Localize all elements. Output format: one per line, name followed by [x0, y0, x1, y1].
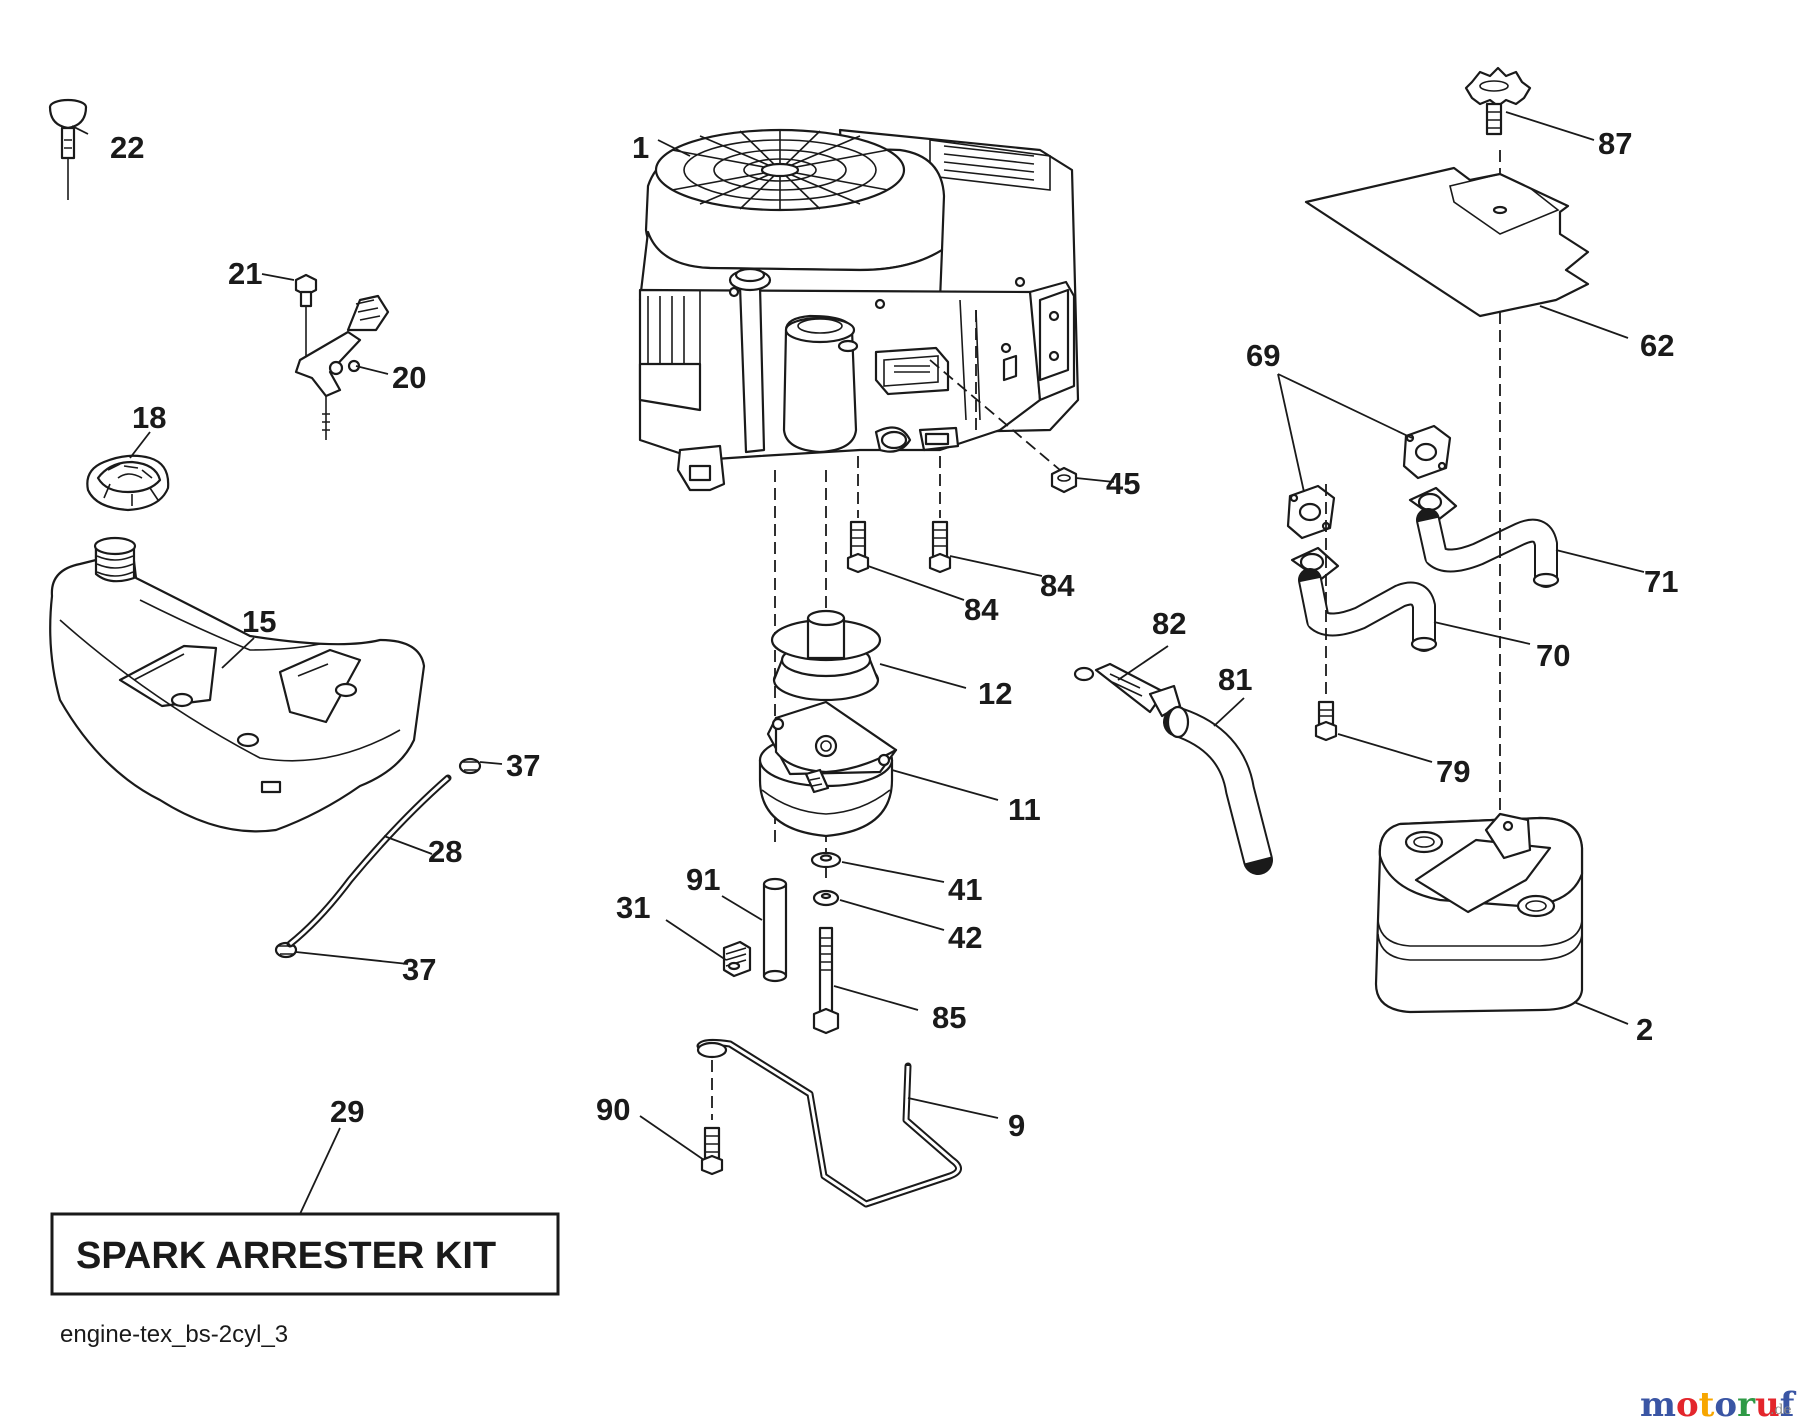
- callout-15: 15: [242, 604, 276, 639]
- callout-90: 90: [596, 1092, 630, 1127]
- part-91-spacer: [762, 877, 788, 983]
- part-11-pto-clutch: [758, 700, 898, 838]
- watermark-letter: t: [1699, 1385, 1715, 1425]
- callout-91: 91: [686, 862, 720, 897]
- callout-41: 41: [948, 872, 982, 907]
- part-37-clamp-upper: [458, 757, 482, 775]
- part-71-exhaust-pipe: [1408, 486, 1560, 588]
- part-87-knob: [1464, 66, 1532, 136]
- part-15-fuel-tank: [49, 536, 426, 833]
- part-9-rod: [696, 1038, 962, 1208]
- callout-18: 18: [132, 400, 166, 435]
- part-22-dipstick: [48, 98, 88, 200]
- callout-84-right: 84: [1040, 568, 1075, 603]
- spark-arrester-kit-label: SPARK ARRESTER KIT: [76, 1235, 496, 1277]
- callout-11: 11: [1008, 792, 1041, 827]
- callout-1: 1: [632, 130, 649, 165]
- part-21-bolt: [294, 273, 318, 360]
- watermark-letter: o: [1714, 1385, 1737, 1425]
- callout-70: 70: [1536, 638, 1570, 673]
- watermark-letter: f: [1780, 1385, 1797, 1425]
- part-41-washer: [810, 851, 842, 869]
- callout-31: 31: [616, 890, 650, 925]
- part-79-bolt: [1314, 700, 1338, 742]
- watermark-logo: motoruf .de: [1640, 1385, 1797, 1425]
- part-82-fitting: [1073, 662, 1182, 718]
- callout-84-left: 84: [964, 592, 999, 627]
- callout-12: 12: [978, 676, 1012, 711]
- part-20-throttle-bracket: [294, 294, 390, 440]
- callout-2: 2: [1636, 1012, 1653, 1047]
- part-70-exhaust-pipe: [1290, 546, 1438, 652]
- watermark-letter: o: [1676, 1385, 1699, 1425]
- watermark-text: motoruf: [1640, 1385, 1797, 1425]
- part-31-spring: [722, 940, 752, 978]
- part-62-heat-shield: [1304, 166, 1590, 318]
- callout-71: 71: [1644, 564, 1678, 599]
- part-85-bolt: [812, 926, 840, 1035]
- callout-22: 22: [110, 130, 144, 165]
- callout-45: 45: [1106, 466, 1140, 501]
- part-12-pulley: [770, 609, 882, 702]
- callout-42: 42: [948, 920, 982, 955]
- callout-69: 69: [1246, 338, 1280, 373]
- callout-20: 20: [392, 360, 426, 395]
- part-2-muffler: [1374, 812, 1584, 1014]
- part-28-fuel-line: [286, 774, 452, 948]
- spark-arrester-kit-box: [50, 1212, 560, 1296]
- watermark-letter: m: [1640, 1385, 1676, 1425]
- part-84-bolt-left: [846, 520, 870, 574]
- part-1-engine: [638, 128, 1080, 492]
- callout-21: 21: [228, 256, 262, 291]
- callout-28: 28: [428, 834, 462, 869]
- callout-37-lower: 37: [402, 952, 436, 987]
- part-42-washer: [812, 889, 840, 907]
- part-45-nut: [1050, 466, 1078, 494]
- callout-87: 87: [1598, 126, 1632, 161]
- watermark-letter: r: [1737, 1385, 1756, 1425]
- diagram-code: engine-tex_bs-2cyl_3: [60, 1321, 288, 1348]
- svg-text:.de: .de: [1770, 1402, 1792, 1418]
- watermark-letter: u: [1755, 1385, 1780, 1425]
- assembly-line-45: [929, 359, 1061, 471]
- part-18-fuel-cap: [86, 454, 170, 512]
- part-84-bolt-right: [928, 520, 952, 574]
- part-69-gasket-left: [1286, 484, 1336, 540]
- part-69-gasket-right: [1402, 424, 1452, 480]
- callout-37-upper: 37: [506, 748, 540, 783]
- leader-lines: [71, 111, 1645, 1215]
- callout-81: 81: [1218, 662, 1252, 697]
- callout-29: 29: [330, 1094, 364, 1129]
- part-81-hose: [1163, 705, 1273, 875]
- callout-62: 62: [1640, 328, 1674, 363]
- callout-82: 82: [1152, 606, 1186, 641]
- callout-85: 85: [932, 1000, 966, 1035]
- callout-79: 79: [1436, 754, 1470, 789]
- callout-9: 9: [1008, 1108, 1025, 1143]
- part-90-bolt: [700, 1060, 724, 1176]
